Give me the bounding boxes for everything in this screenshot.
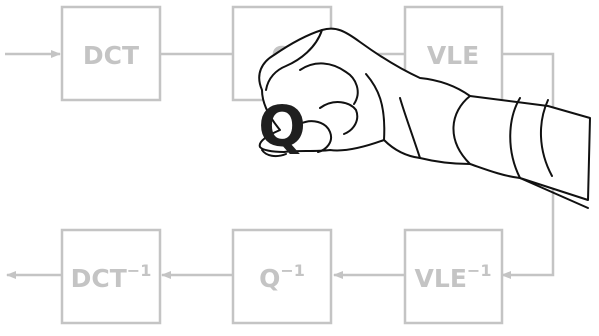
block-vle-label: VLE (427, 41, 479, 70)
block-vle-inverse: VLE−1 (403, 228, 504, 325)
finger-line-3 (299, 120, 332, 153)
knuckle-line (365, 73, 386, 141)
block-q-inverse-label: Q−1 (259, 261, 305, 293)
cuff-line-1 (452, 95, 471, 165)
thumb-line (265, 29, 323, 91)
sleeve-line (519, 177, 589, 209)
finger-line-1 (299, 62, 359, 105)
block-dct: DCT (60, 5, 162, 102)
block-q-inverse-box (231, 228, 333, 325)
block-dct-inverse-box (60, 228, 162, 325)
hand-outline (258, 27, 591, 201)
block-vle-inverse-box (403, 228, 504, 325)
block-vle-inverse-label: VLE−1 (415, 261, 492, 293)
block-dct-inverse: DCT−1 (60, 228, 162, 325)
cuff-line-3 (540, 99, 553, 177)
block-q-inverse: Q−1 (231, 228, 333, 325)
block-dct-inverse-label: DCT−1 (71, 261, 152, 293)
finger-line-2 (319, 101, 359, 135)
block-dct-label: DCT (83, 41, 139, 70)
held-q-letter: Q (258, 95, 306, 160)
hand-illustration (258, 27, 591, 209)
palm-line (399, 97, 421, 159)
cuff-line-2 (509, 97, 521, 179)
nail-outline (261, 149, 287, 158)
block-dct-box (60, 5, 162, 102)
